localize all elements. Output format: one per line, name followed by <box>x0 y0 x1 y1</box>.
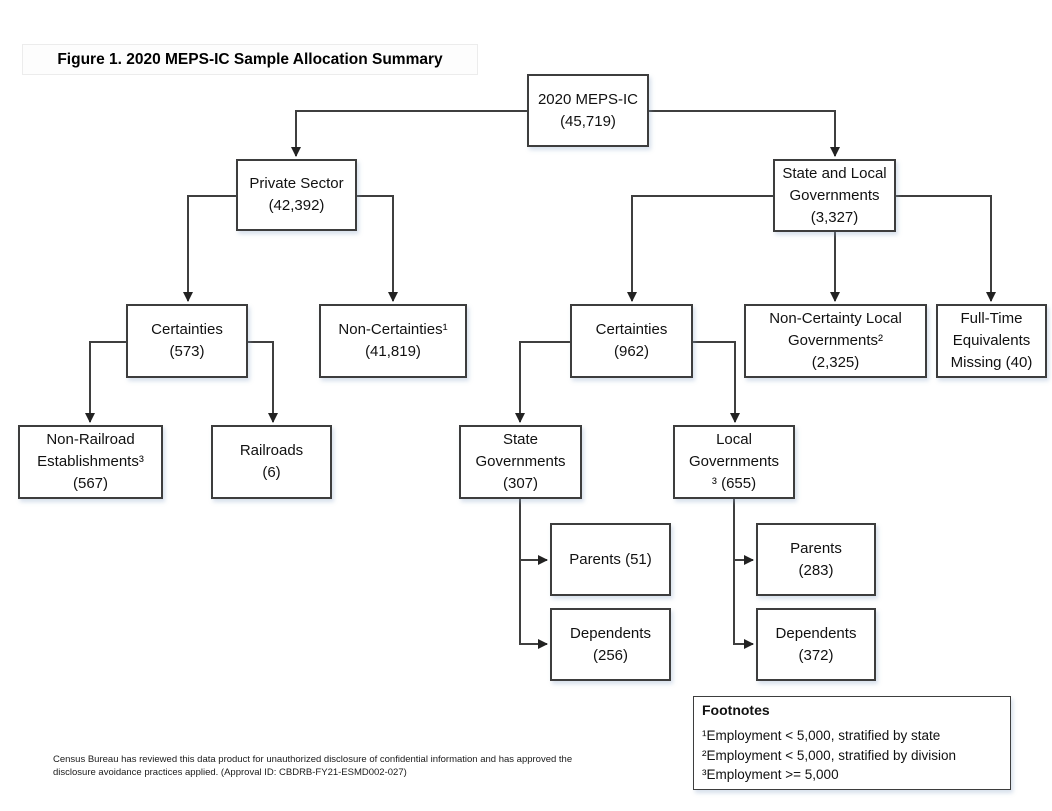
node-label: Certainties <box>151 321 223 338</box>
node-count: (307) <box>502 475 539 492</box>
node-count: (2,325) <box>811 354 860 371</box>
node-label: Non-Certainties¹ <box>338 321 448 338</box>
node-state-governments: State Governments (307) <box>459 425 582 499</box>
node-count: (41,819) <box>365 343 421 360</box>
node-label: Parents (51) <box>569 550 652 568</box>
node-railroads: Railroads (6) <box>211 425 332 499</box>
node-parents-local: Parents (283) <box>756 523 876 596</box>
node-label: State <box>502 431 539 448</box>
footnotes-heading: Footnotes <box>702 702 770 718</box>
node-label: Governments <box>789 186 880 204</box>
footnote-2: ²Employment < 5,000, stratified by divis… <box>702 747 956 763</box>
node-count: (42,392) <box>268 197 325 214</box>
node-label: 2020 MEPS-IC <box>537 90 639 108</box>
footnote-1: ¹Employment < 5,000, stratified by state <box>702 728 941 743</box>
node-parents-state: Parents (51) <box>550 523 671 596</box>
footnote-3: ³Employment >= 5,000 <box>702 767 839 782</box>
node-non-certainties: Non-Certainties¹ (41,819) <box>319 304 467 378</box>
node-label: Dependents <box>570 624 651 642</box>
footnotes-box: Footnotes ¹Employment < 5,000, stratifie… <box>693 696 1011 790</box>
node-label: Governments² <box>787 332 884 349</box>
node-label: Non-Certainty Local <box>769 310 902 327</box>
connector-certainties-to-railroads <box>248 341 278 423</box>
node-count: (573) <box>169 343 205 360</box>
node-non-railroad-establishments: Non-Railroad Establishments³ (567) <box>18 425 163 499</box>
node-count: (45,719) <box>560 112 616 130</box>
node-local-governments: Local Governments ³ (655) <box>673 425 795 499</box>
connector-certainties-gov-to-local-gov <box>693 341 740 423</box>
node-dependents-state: Dependents (256) <box>550 608 671 681</box>
node-label: Private Sector <box>249 175 344 192</box>
node-count: Missing (40) <box>950 354 1033 371</box>
node-label: Parents <box>790 539 842 557</box>
connector-private-to-non-certainties <box>357 195 398 302</box>
node-label: Governments <box>688 453 780 470</box>
connector-local-gov-to-dependents <box>733 499 754 649</box>
node-label: State and Local <box>782 164 887 182</box>
node-count: (567) <box>72 475 109 492</box>
node-certainties-gov: Certainties (962) <box>570 304 693 378</box>
node-label: Dependents <box>775 624 857 642</box>
figure-title: Figure 1. 2020 MEPS-IC Sample Allocation… <box>22 44 478 75</box>
node-count: (256) <box>592 646 629 664</box>
node-count: (3,327) <box>810 208 859 226</box>
node-label: Railroads <box>239 442 304 459</box>
node-private-sector: Private Sector (42,392) <box>236 159 357 231</box>
node-label: Local <box>716 431 752 448</box>
node-label: Full-Time <box>960 310 1023 327</box>
node-state-and-local-governments: State and Local Governments (3,327) <box>773 159 896 232</box>
node-count: (283) <box>798 561 834 579</box>
node-count: ³ (655) <box>711 475 757 492</box>
connector-state-gov-to-dependents <box>519 499 548 649</box>
node-label: Equivalents <box>952 332 1031 349</box>
node-certainties-private: Certainties (573) <box>126 304 248 378</box>
connector-state-local-to-fte <box>896 195 996 302</box>
disclosure-line-2: disclosure avoidance practices applied. … <box>53 767 407 779</box>
connector-certainties-to-non-railroad <box>85 341 126 423</box>
connector-private-to-certainties <box>183 195 236 302</box>
connector-root-to-state-local <box>649 110 840 157</box>
node-label: Governments <box>475 453 566 470</box>
node-label: Certainties <box>595 321 668 338</box>
node-non-certainty-local-governments: Non-Certainty Local Governments² (2,325) <box>744 304 927 378</box>
disclosure-line-1: Census Bureau has reviewed this data pro… <box>53 754 573 765</box>
node-count: (372) <box>798 646 834 664</box>
node-count: (6) <box>262 464 281 481</box>
connector-state-local-to-certainties-gov <box>627 195 773 302</box>
node-2020-meps-ic: 2020 MEPS-IC (45,719) <box>527 74 649 147</box>
disclosure-text: Census Bureau has reviewed this data pro… <box>53 753 613 780</box>
node-count: (962) <box>613 343 650 360</box>
connector-root-to-private-sector <box>291 110 527 157</box>
connector-certainties-gov-to-state-gov <box>515 341 570 423</box>
node-full-time-equivalents-missing: Full-Time Equivalents Missing (40) <box>936 304 1047 378</box>
node-dependents-local: Dependents (372) <box>756 608 876 681</box>
node-label: Non-Railroad <box>46 431 135 448</box>
node-label: Establishments³ <box>37 453 144 470</box>
